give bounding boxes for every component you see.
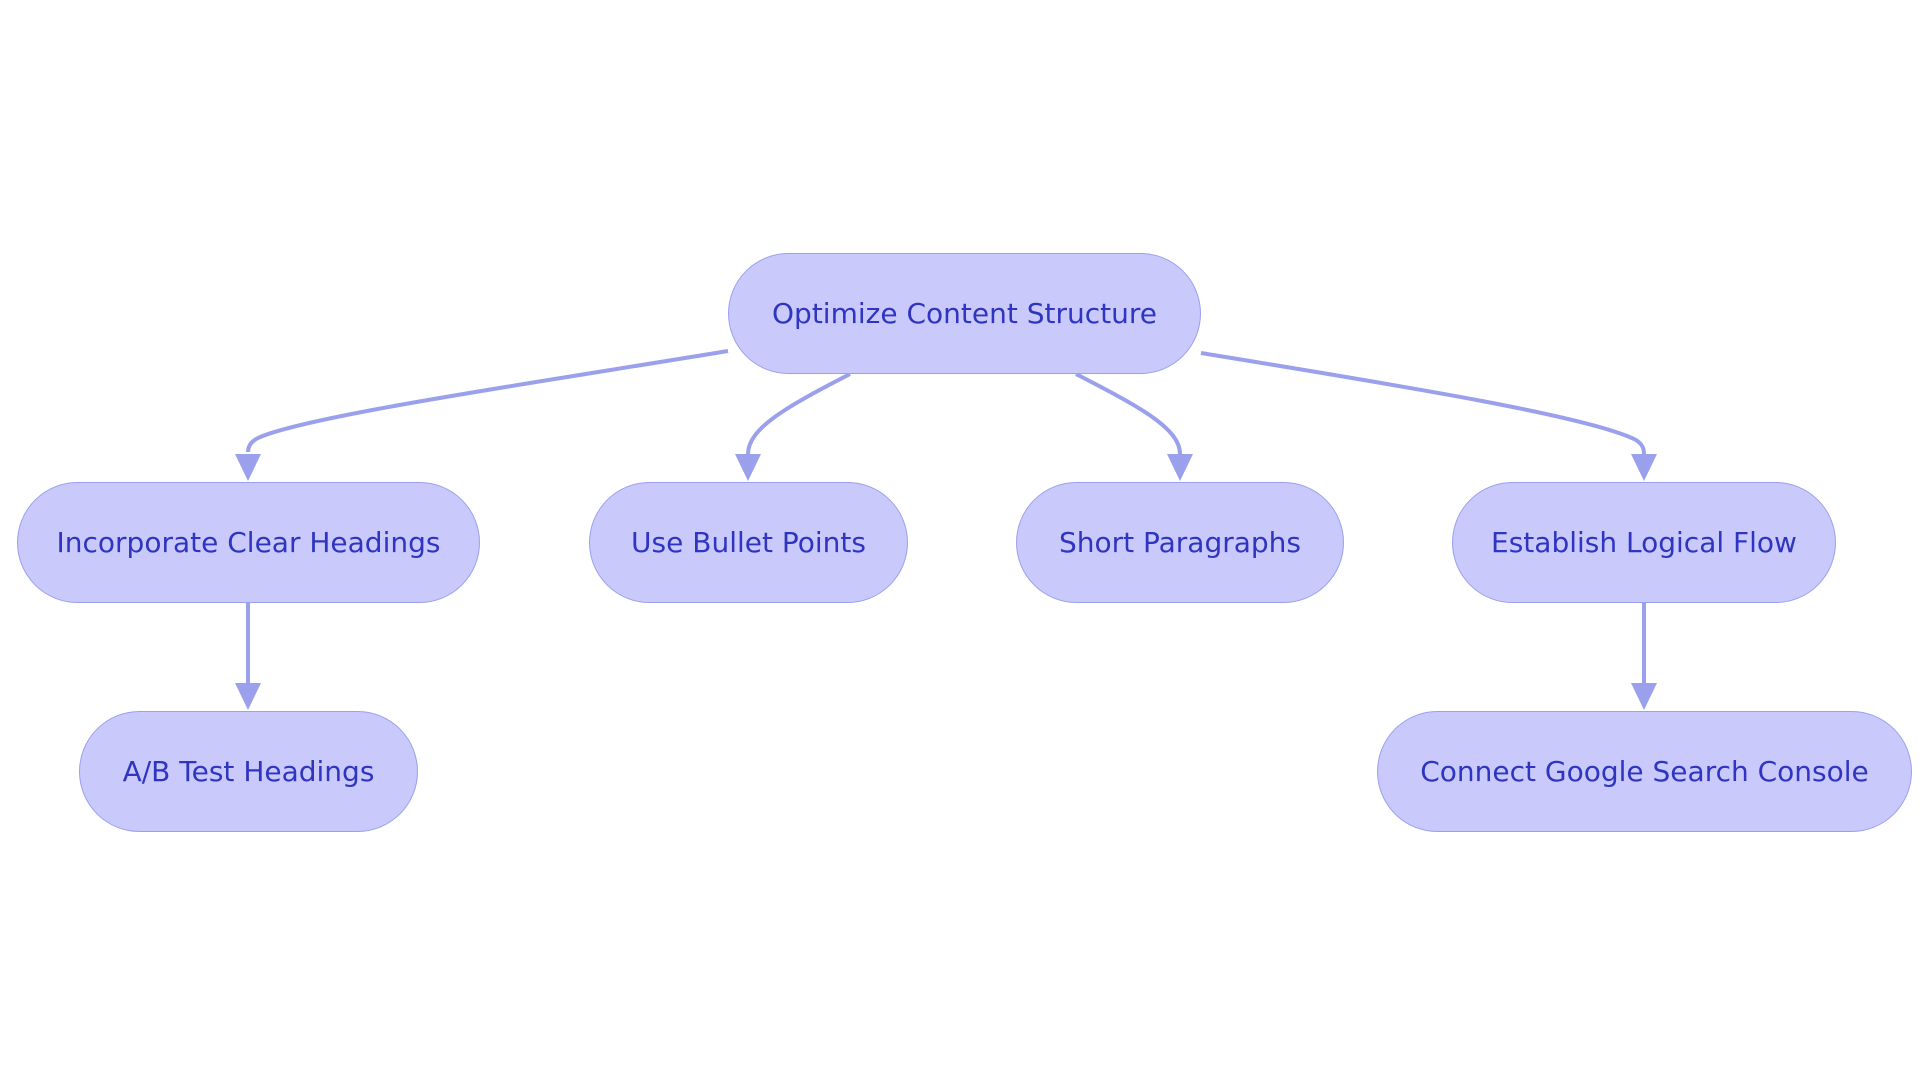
node-incorporate-clear-headings[interactable]: Incorporate Clear Headings [17,482,480,603]
node-ab-test-headings[interactable]: A/B Test Headings [79,711,418,832]
arrowhead-paragraphs [1167,454,1193,481]
edge-root-to-flow [1200,351,1646,455]
arrowhead-searchconsole [1631,683,1657,710]
node-establish-logical-flow[interactable]: Establish Logical Flow [1452,482,1836,603]
node-label: Use Bullet Points [631,526,866,559]
arrowhead-bullets [735,454,761,481]
arrowhead-headings [235,454,261,481]
node-label: Optimize Content Structure [772,297,1157,330]
node-use-bullet-points[interactable]: Use Bullet Points [589,482,908,603]
edge-root-to-headings [246,349,729,453]
node-label: A/B Test Headings [122,755,375,788]
edge-root-to-bullets [746,372,851,455]
arrowhead-abtest [235,683,261,710]
arrowhead-flow [1631,454,1657,481]
edge-root-to-paragraphs [1075,372,1182,455]
node-label: Incorporate Clear Headings [56,526,441,559]
node-label: Connect Google Search Console [1420,755,1869,788]
node-label: Establish Logical Flow [1491,526,1797,559]
node-optimize-content-structure[interactable]: Optimize Content Structure [728,253,1201,374]
node-connect-google-search-console[interactable]: Connect Google Search Console [1377,711,1912,832]
node-label: Short Paragraphs [1058,526,1302,559]
node-short-paragraphs[interactable]: Short Paragraphs [1016,482,1344,603]
